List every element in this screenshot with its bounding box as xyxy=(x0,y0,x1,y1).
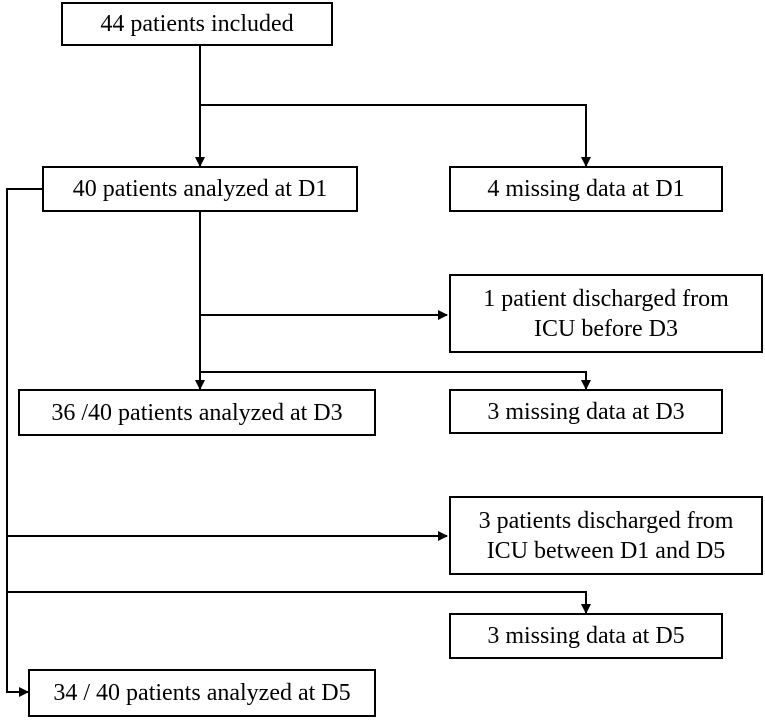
connector-to-missing-d5 xyxy=(7,591,591,614)
box-missing-d5: 3 missing data at D5 xyxy=(449,613,723,659)
connector-to-missing-d1 xyxy=(200,104,591,167)
box-missing-d1: 4 missing data at D1 xyxy=(449,166,723,212)
box-missing-d3: 3 missing data at D3 xyxy=(449,389,723,434)
connector-d1-to-d5 xyxy=(6,188,42,697)
box-analyzed-d3: 36 /40 patients analyzed at D3 xyxy=(18,389,376,436)
connector-to-missing-d3 xyxy=(200,371,591,390)
box-analyzed-d5: 34 / 40 patients analyzed at D5 xyxy=(28,669,376,717)
box-included: 44 patients included xyxy=(61,2,333,46)
box-discharged-d5: 3 patients discharged from ICU between D… xyxy=(449,496,763,575)
box-analyzed-d1: 40 patients analyzed at D1 xyxy=(42,166,358,212)
box-discharged-d3: 1 patient discharged from ICU before D3 xyxy=(449,274,763,353)
